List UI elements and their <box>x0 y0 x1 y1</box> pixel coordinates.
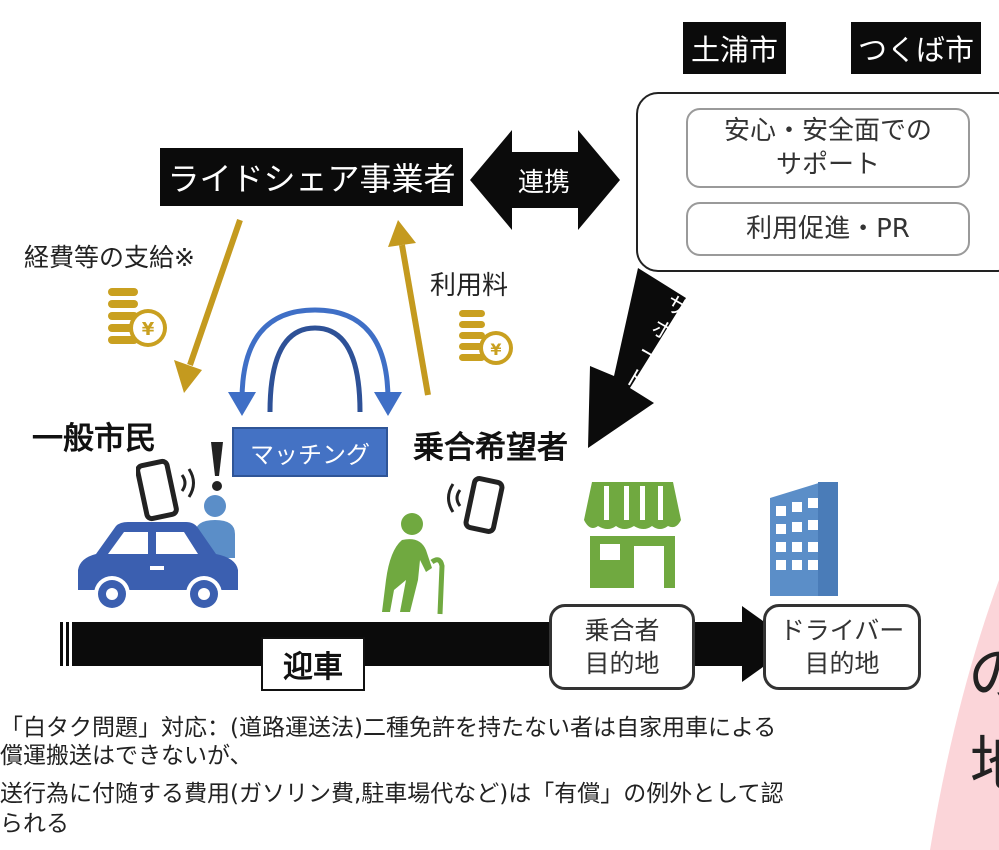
car-icon <box>78 522 238 612</box>
note-line-3: 送行為に付随する費用(ガソリン費,駐車場代など)は「有償」の例外として認 <box>0 781 784 807</box>
smartphone-icon <box>136 458 195 522</box>
coin-icon: ¥ <box>459 310 513 365</box>
matching-arrows <box>228 307 402 416</box>
payment-arrow <box>174 219 243 393</box>
store-icon <box>584 482 681 588</box>
promotion-item: 利用促進・PR <box>686 202 970 256</box>
pink-background-shape <box>930 580 999 850</box>
city-tsukuba-label: つくば市 <box>851 22 981 74</box>
support-arrow <box>588 268 686 448</box>
svg-text:¥: ¥ <box>142 319 155 340</box>
rideshare-operator-box: ライドシェア事業者 <box>160 148 463 206</box>
rider-destination-line2: 目的地 <box>584 649 660 678</box>
office-building-icon <box>770 482 838 596</box>
note-line-4: られる <box>0 811 69 837</box>
driver-destination-line2: 目的地 <box>804 649 880 678</box>
pickup-label: 迎車 <box>261 637 365 691</box>
safety-support-line2: サポート <box>775 150 880 180</box>
city-tsuchiura-label: 土浦市 <box>683 22 786 74</box>
cooperation-label: 連携 <box>518 168 571 198</box>
rider-destination-line1: 乗合者 <box>584 616 660 645</box>
driver-destination-box: ドライバー 目的地 <box>763 604 921 690</box>
elderly-person-icon <box>382 513 445 615</box>
driver-label: 一般市民 <box>32 421 156 457</box>
side-text-2: 地 <box>970 716 999 803</box>
rider-label: 乗合希望者 <box>413 430 568 466</box>
coin-icon: ¥ <box>108 288 167 347</box>
safety-support-item: 安心・安全面での サポート <box>686 108 970 188</box>
side-text-1: の <box>968 640 999 710</box>
driver-destination-line1: ドライバー <box>779 616 905 645</box>
fee-label: 利用料 <box>430 271 509 301</box>
svg-text:¥: ¥ <box>490 340 501 359</box>
payment-label: 経費等の支給※ <box>24 243 195 272</box>
note-line-2: 償運搬送はできないが、 <box>0 743 253 769</box>
exclamation-icon <box>211 442 223 491</box>
rider-destination-box: 乗合者 目的地 <box>549 604 695 690</box>
matching-box: マッチング <box>232 427 388 477</box>
fee-arrow <box>388 220 431 396</box>
smartphone-icon <box>447 476 505 534</box>
safety-support-line1: 安心・安全面での <box>723 116 932 146</box>
note-line-1: 「白タク問題」対応：(道路運送法)二種免許を持たない者は自家用車による <box>0 715 777 741</box>
cooperation-double-arrow <box>470 130 620 230</box>
